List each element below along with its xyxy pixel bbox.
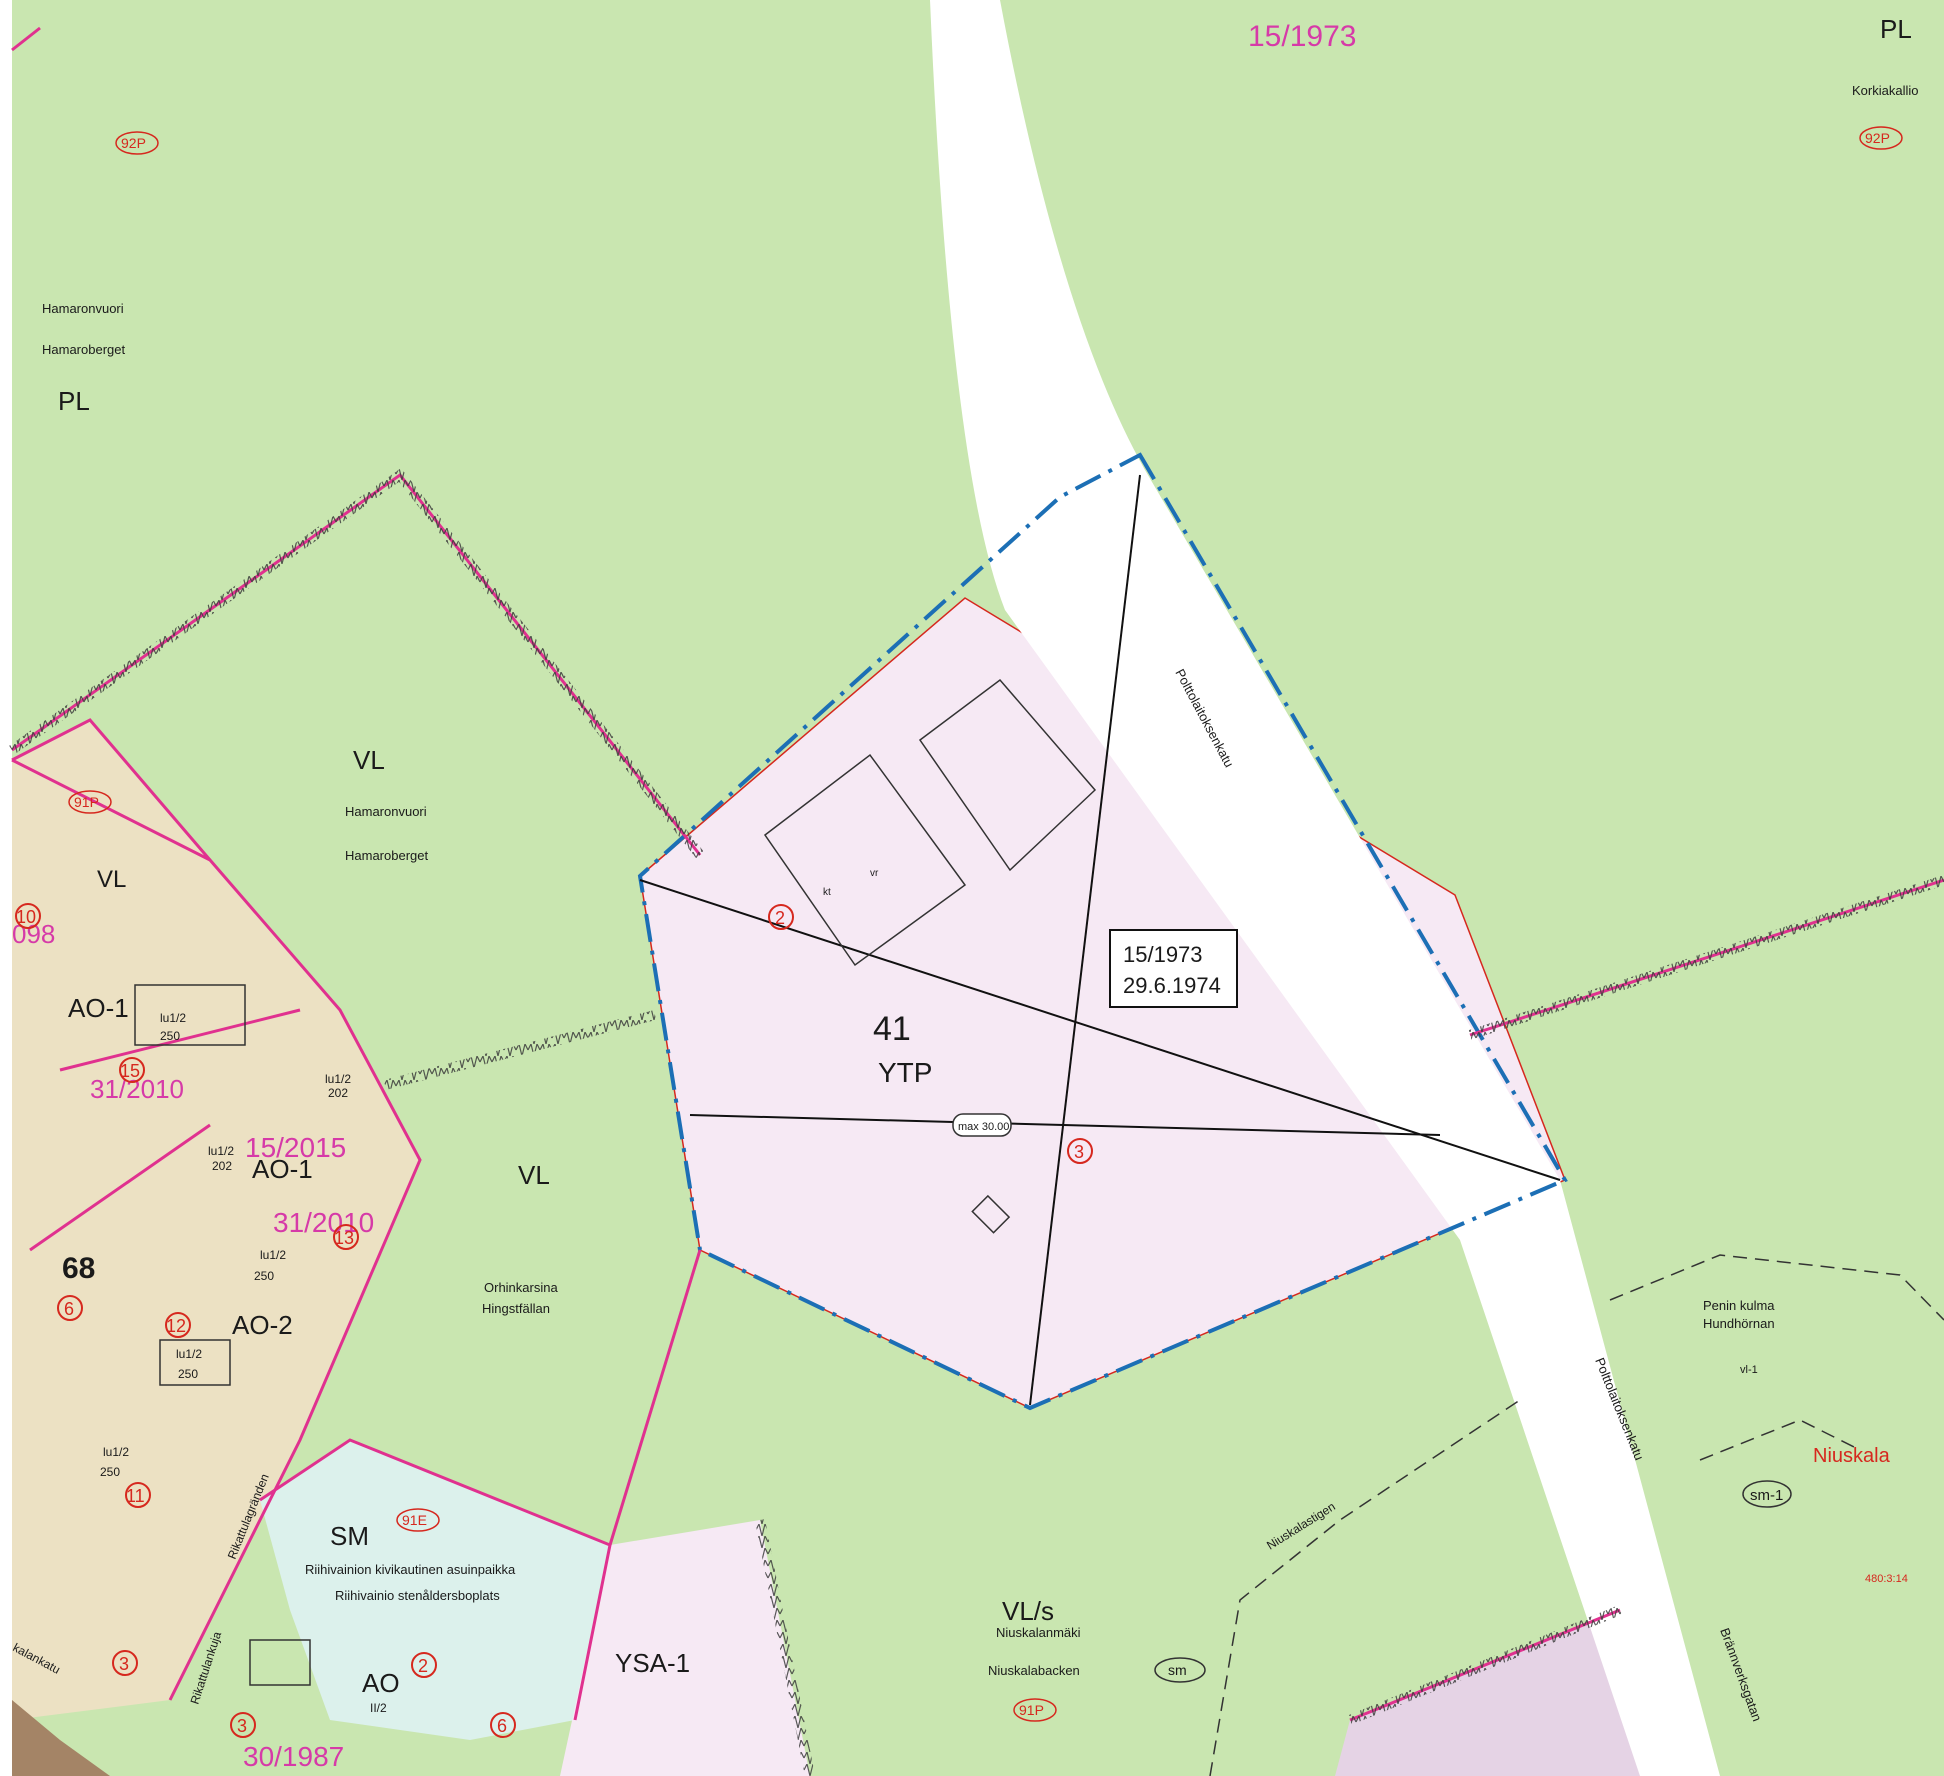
plan-box-number: 15/1973	[1123, 942, 1203, 967]
ysa-code: YSA-1	[615, 1648, 690, 1678]
circled-number: 10	[16, 907, 36, 927]
circled-number: 3	[237, 1716, 247, 1736]
circled-number: 3	[119, 1654, 129, 1674]
pl-west-name-sv: Hamaroberget	[42, 342, 125, 357]
penin-code: vl-1	[1740, 1364, 1758, 1376]
circled-number: 6	[497, 1716, 507, 1736]
sm-ref: 91E	[402, 1512, 427, 1528]
vl-center-name-sv: Hingstfällan	[482, 1301, 550, 1316]
small-label: 250	[254, 1269, 274, 1283]
plan-label: 30/1987	[243, 1741, 344, 1772]
ysa-area	[560, 1520, 810, 1776]
block-number-68: 68	[62, 1252, 95, 1285]
vl-north-name-sv: Hamaroberget	[345, 848, 428, 863]
small-label: lu1/2	[176, 1347, 202, 1361]
penin-parcel: 480:3:14	[1865, 1573, 1908, 1585]
sm-code: SM	[330, 1521, 369, 1551]
penin-name-sv: Hundhörnan	[1703, 1316, 1775, 1331]
plan-label: 31/2010	[273, 1207, 374, 1238]
pl-east-name: Korkiakallio	[1852, 83, 1918, 98]
niuskalastigen-path	[1209, 1399, 1521, 1776]
penin-marker: sm-1	[1750, 1487, 1783, 1504]
circled-number: 3	[1074, 1142, 1084, 1162]
block-number-41: 41	[873, 1010, 911, 1048]
ao1-b-code: AO-1	[252, 1154, 313, 1184]
small-label: kt	[823, 887, 831, 898]
small-label: lu1/2	[260, 1248, 286, 1262]
sm-name-sv: Riihivainio stenåldersboplats	[335, 1588, 500, 1603]
penin-dashed-outline	[1609, 1254, 1944, 1461]
circled-number: 2	[418, 1656, 428, 1676]
vls-ref: 91P	[1019, 1702, 1044, 1718]
small-label: vr	[870, 868, 879, 879]
ao1-code: AO-1	[68, 993, 129, 1023]
vls-name-fi: Niuskalanmäki	[996, 1625, 1081, 1640]
vls-code: VL/s	[1002, 1596, 1054, 1626]
pl-west-code: PL	[58, 386, 90, 416]
hatched-boundaries	[9, 468, 1944, 1776]
plan-label: 15/1973	[1248, 20, 1356, 53]
ao1-area: 250	[160, 1029, 180, 1043]
ao-code: AO	[362, 1668, 400, 1698]
ao2-code: AO-2	[232, 1310, 293, 1340]
vl-center-code: VL	[518, 1160, 550, 1190]
plan-box-date: 29.6.1974	[1123, 973, 1221, 998]
vl-small-code: VL	[97, 866, 126, 893]
penin-place: Niuskala	[1813, 1445, 1891, 1467]
vl-north-ref: 91P	[74, 794, 99, 810]
building-footprints	[134, 678, 1097, 1686]
circled-number: 13	[334, 1228, 354, 1248]
left-margin	[0, 0, 12, 1776]
height-limit: max 30.00	[958, 1121, 1009, 1133]
plan-label: 31/2010	[90, 1074, 184, 1104]
pl-west-name-fi: Hamaronvuori	[42, 301, 124, 316]
vls-marker: sm	[1168, 1662, 1187, 1678]
small-label: lu1/2	[103, 1445, 129, 1459]
small-label: lu1/2	[208, 1144, 234, 1158]
pl-east-ref: 92P	[1865, 130, 1890, 146]
vls-name-sv: Niuskalabacken	[988, 1663, 1080, 1678]
plan-label: 15/2015	[245, 1132, 346, 1163]
small-label: 250	[178, 1367, 198, 1381]
circled-number: 12	[166, 1316, 186, 1336]
circled-number: 15	[120, 1061, 140, 1081]
residential-area-west	[12, 720, 420, 1720]
circled-number: 6	[64, 1299, 74, 1319]
pl-west-ref: 92P	[121, 135, 146, 151]
vl-north-code: VL	[353, 745, 385, 775]
small-label: lu1/2	[325, 1072, 351, 1086]
residential-brown-corner	[12, 1700, 110, 1776]
diagonal-lines	[639, 474, 1561, 1406]
ao1-efficiency: lu1/2	[160, 1011, 186, 1025]
pl-east-code: PL	[1880, 14, 1912, 44]
circled-number: 11	[126, 1486, 145, 1506]
penin-name-fi: Penin kulma	[1703, 1298, 1775, 1313]
road-polttolaitoksenkatu	[930, 0, 1720, 1776]
circled-number: 2	[775, 908, 785, 928]
sm-area	[260, 1440, 610, 1740]
ao-efficiency: II/2	[370, 1701, 387, 1715]
vl-north-name-fi: Hamaronvuori	[345, 804, 427, 819]
zone-code-ytp: YTP	[878, 1057, 932, 1088]
plan-box: 15/1973 29.6.1974	[1109, 929, 1238, 1008]
small-label: 202	[212, 1159, 232, 1173]
small-label: 202	[328, 1086, 348, 1100]
vl-center-name-fi: Orhinkarsina	[484, 1280, 558, 1295]
sm-name-fi: Riihivainion kivikautinen asuinpaikka	[305, 1562, 516, 1577]
small-label: 250	[100, 1465, 120, 1479]
